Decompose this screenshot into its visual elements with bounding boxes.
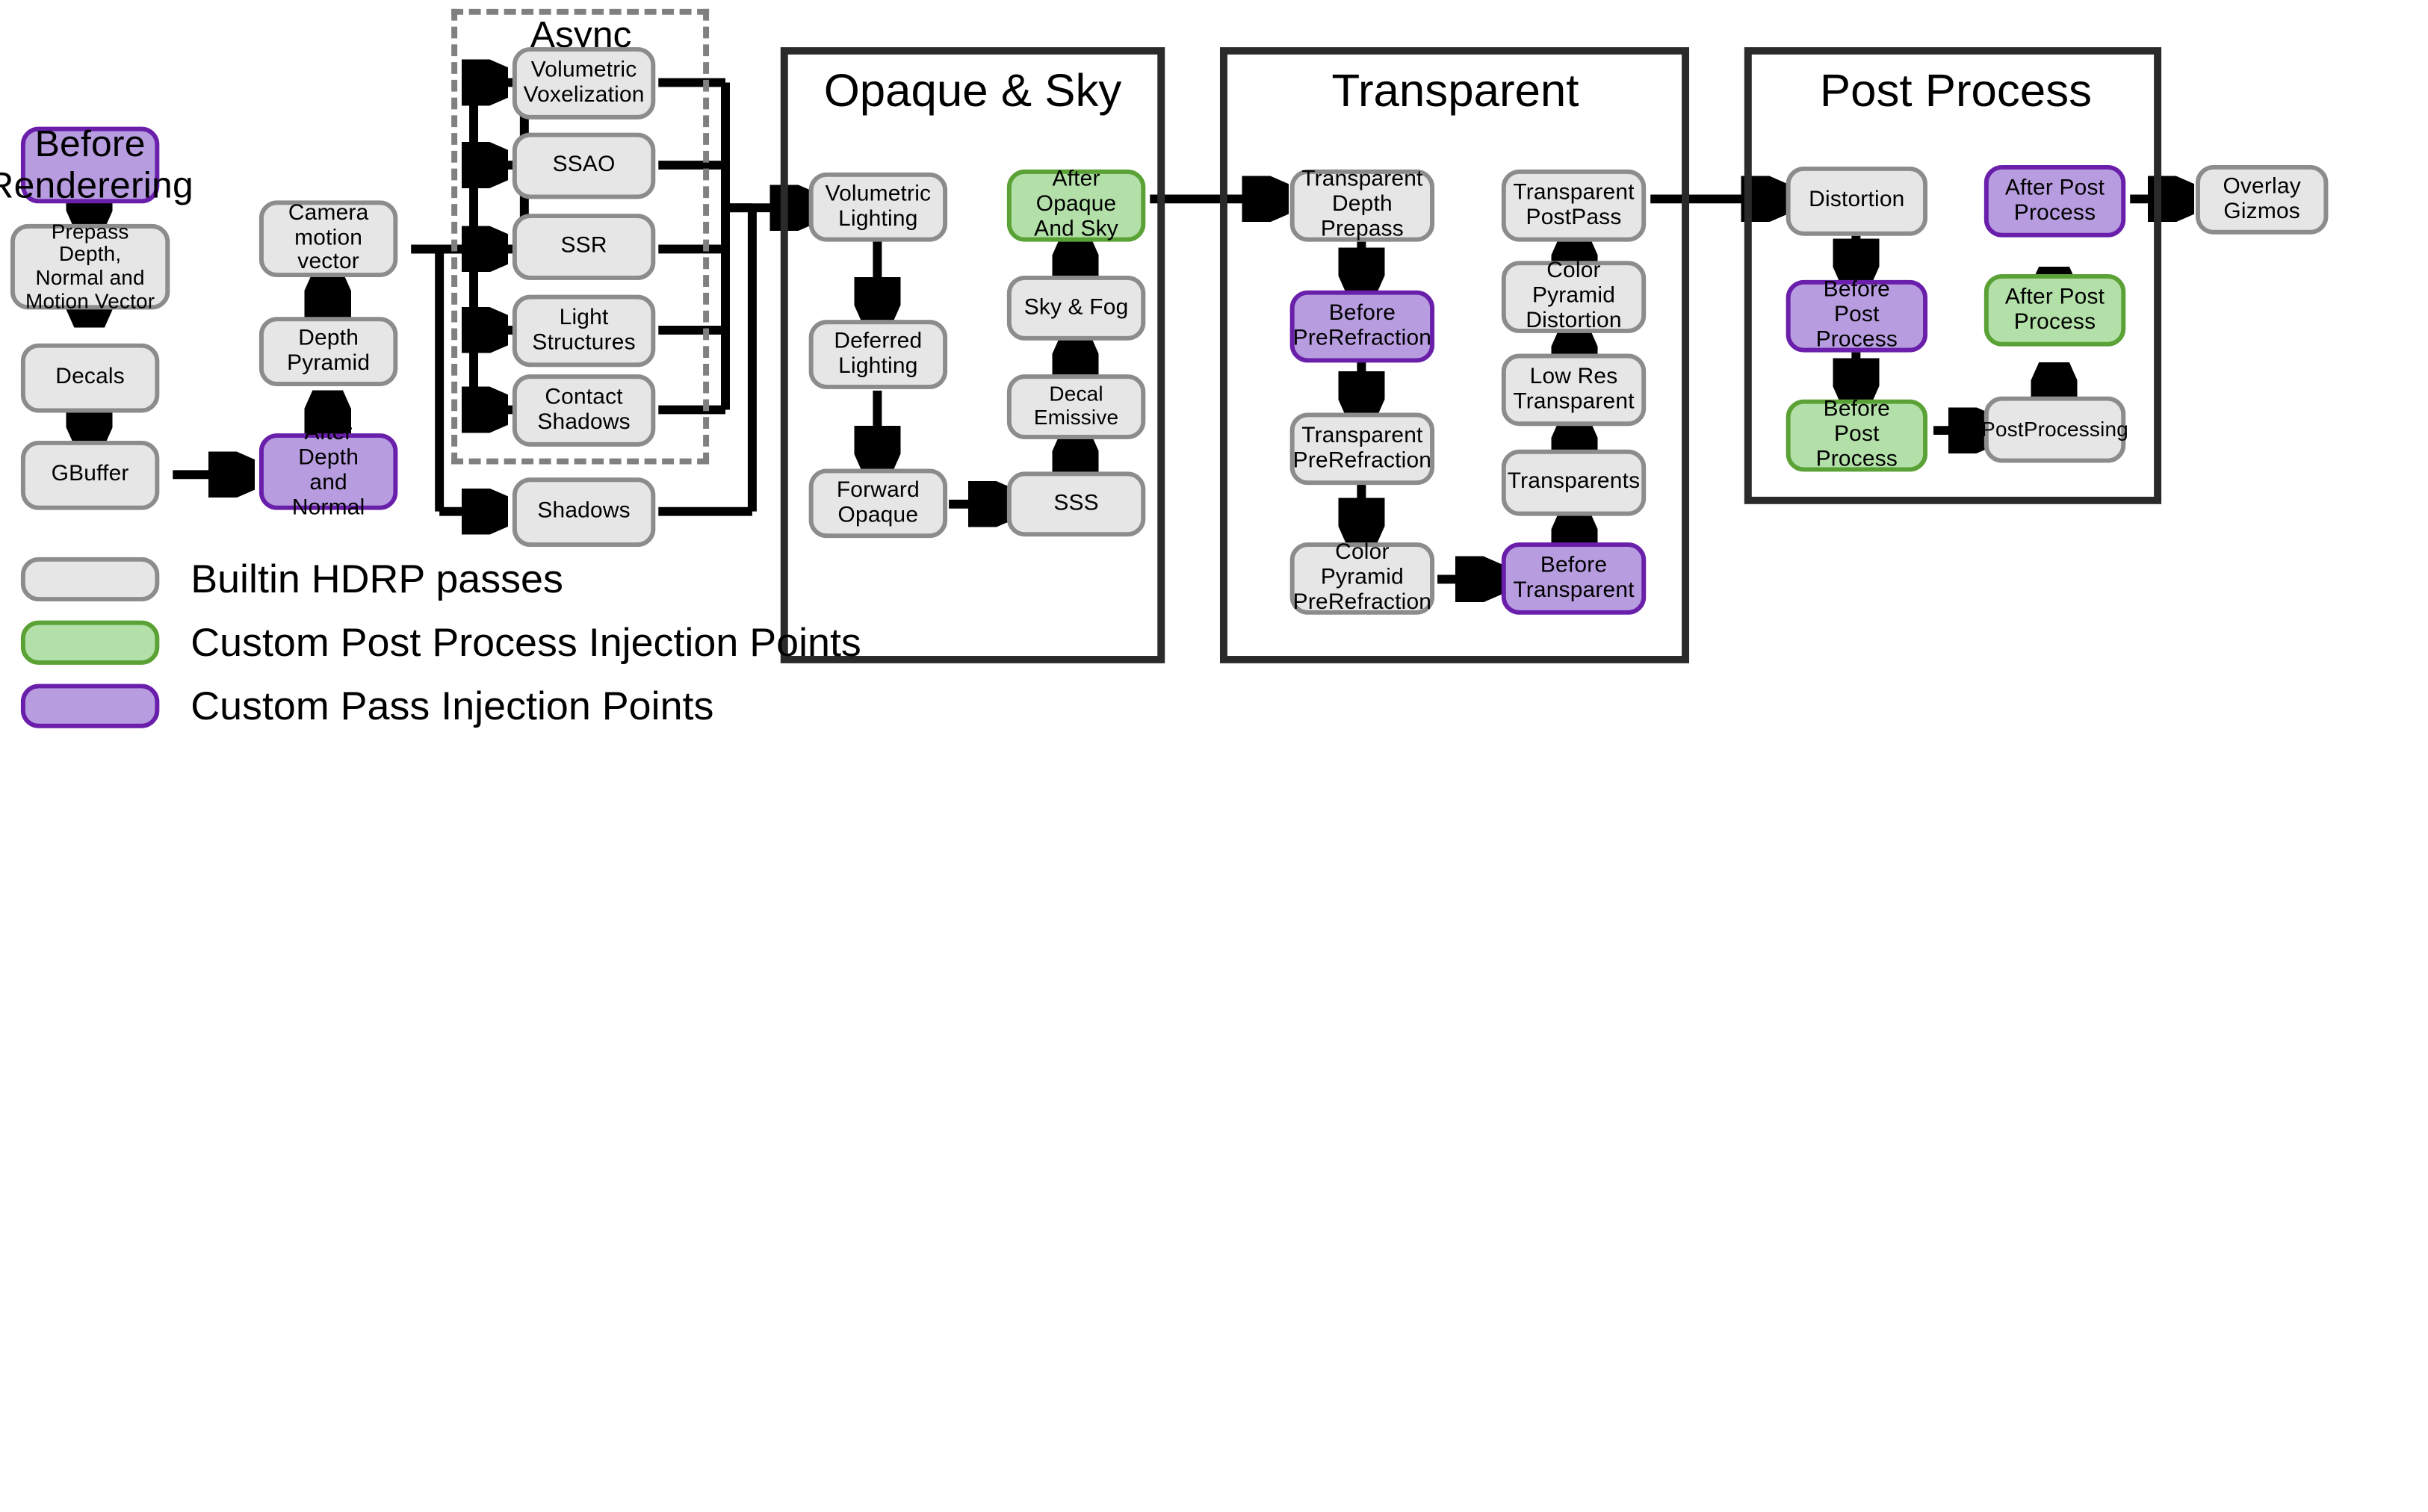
node-before-transparent[interactable]: Before Transparent xyxy=(1501,542,1647,615)
group-opaque-and-sky xyxy=(780,47,1165,663)
node-deferred-lighting[interactable]: Deferred Lighting xyxy=(808,320,948,389)
node-after-opaque-and-sky[interactable]: After Opaque And Sky xyxy=(1006,167,1146,242)
node-before-prerefraction[interactable]: Before PreRefraction xyxy=(1289,290,1435,363)
legend-label-custom-pass: Custom Pass Injection Points xyxy=(191,683,714,728)
group-post-process xyxy=(1744,47,2162,504)
node-decals[interactable]: Decals xyxy=(20,343,160,413)
node-volumetric-voxelization[interactable]: Volumetric Voxelization xyxy=(512,47,656,120)
legend-label-custom-post-process: Custom Post Process Injection Points xyxy=(191,619,861,664)
legend-swatch-custom-pass xyxy=(20,684,160,728)
node-gbuffer[interactable]: GBuffer xyxy=(20,440,160,510)
legend-swatch-builtin xyxy=(20,557,160,602)
diagram-canvas: Before Renderering Prepass Depth, Normal… xyxy=(0,8,2329,728)
node-transparents[interactable]: Transparents xyxy=(1501,449,1647,516)
node-after-post-process-purple[interactable]: After Post Process xyxy=(1983,164,2126,238)
node-volumetric-lighting[interactable]: Volumetric Lighting xyxy=(808,172,948,242)
group-title-opaque-and-sky: Opaque & Sky xyxy=(823,64,1122,117)
node-transparent-postpass[interactable]: Transparent PostPass xyxy=(1501,169,1647,242)
group-title-post-process: Post Process xyxy=(1819,64,2093,117)
node-light-structures[interactable]: Light Structures xyxy=(512,294,656,368)
node-ssao[interactable]: SSAO xyxy=(512,132,656,199)
group-transparent xyxy=(1219,47,1690,663)
node-postprocessing[interactable]: PostProcessing xyxy=(1981,396,2128,463)
async-group-frame xyxy=(451,8,710,465)
group-title-transparent: Transparent xyxy=(1331,64,1579,117)
node-before-rendering[interactable]: Before Renderering xyxy=(0,123,193,207)
node-after-depth-and-normal[interactable]: After Depth and Normal xyxy=(258,421,398,520)
node-decal-emissive[interactable]: Decal Emissive xyxy=(1006,374,1146,439)
node-contact-shadows[interactable]: Contact Shadows xyxy=(512,374,656,447)
node-prepass[interactable]: Prepass Depth, Normal and Motion Vector xyxy=(10,220,170,312)
node-before-post-process-green[interactable]: Before Post Process xyxy=(1786,397,1928,472)
node-color-pyramid-prerefraction[interactable]: Color Pyramid PreRefraction xyxy=(1289,540,1435,615)
node-sky-and-fog[interactable]: Sky & Fog xyxy=(1006,275,1146,341)
node-sss[interactable]: SSS xyxy=(1006,471,1146,537)
node-distortion[interactable]: Distortion xyxy=(1786,166,1928,236)
node-overlay-gizmos[interactable]: Overlay Gizmos xyxy=(2195,164,2329,235)
node-camera-motion-vector[interactable]: Camera motion vector xyxy=(258,200,398,277)
node-transparent-depth-prepass[interactable]: Transparent Depth Prepass xyxy=(1289,167,1435,242)
node-low-res-transparent[interactable]: Low Res Transparent xyxy=(1501,353,1647,427)
node-depth-pyramid[interactable]: Depth Pyramid xyxy=(258,317,398,386)
node-forward-opaque[interactable]: Forward Opaque xyxy=(808,468,948,539)
node-color-pyramid-distortion[interactable]: Color Pyramid Distortion xyxy=(1501,258,1647,333)
node-after-post-process-green[interactable]: After Post Process xyxy=(1983,273,2126,347)
node-shadows[interactable]: Shadows xyxy=(512,477,656,548)
node-transparent-prerefraction[interactable]: Transparent PreRefraction xyxy=(1289,412,1435,486)
legend-label-builtin: Builtin HDRP passes xyxy=(191,556,563,601)
legend-swatch-custom-post-process xyxy=(20,620,160,665)
node-ssr[interactable]: SSR xyxy=(512,214,656,280)
node-before-post-process-purple[interactable]: Before Post Process xyxy=(1786,278,1928,353)
